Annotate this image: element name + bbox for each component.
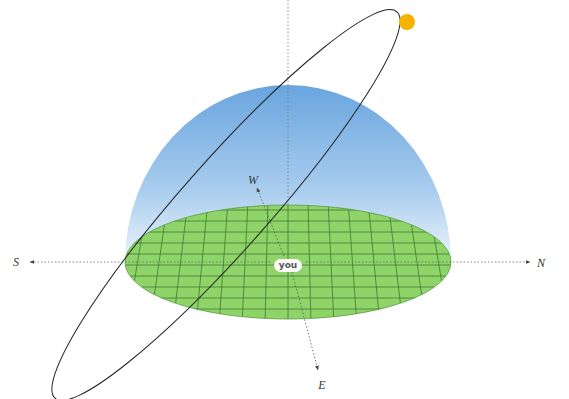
- north-axis: [306, 262, 530, 263]
- grid-line: [196, 200, 208, 325]
- grid-line: [104, 200, 128, 325]
- grid-line: [100, 309, 480, 310]
- west-axis: [257, 188, 284, 256]
- grid-line: [368, 200, 380, 325]
- grid-line: [100, 254, 480, 255]
- observer-label: you: [274, 259, 302, 272]
- direction-letter: N: [537, 257, 545, 269]
- grid-line: [408, 200, 426, 325]
- grid-line: [100, 232, 480, 233]
- grid-line: [242, 200, 248, 325]
- grid-line: [219, 200, 228, 325]
- grid-line: [100, 287, 480, 288]
- grid-line: [100, 298, 480, 299]
- grid-line: [100, 210, 480, 211]
- grid-line: [100, 221, 480, 222]
- direction-letter: S: [13, 256, 19, 268]
- grid-line: [100, 243, 480, 244]
- grid-line: [428, 200, 449, 325]
- grid-line: [308, 200, 311, 325]
- grid-line: [127, 200, 148, 325]
- grid-line: [348, 200, 357, 325]
- sun: [399, 14, 415, 30]
- grid-line: [100, 276, 480, 277]
- east-axis: [292, 272, 318, 370]
- grid-line: [150, 200, 168, 325]
- grid-line: [265, 200, 268, 325]
- grid-line: [100, 320, 480, 321]
- ground-rim: [125, 205, 451, 319]
- grid-line: [328, 200, 334, 325]
- grid-line: [448, 200, 472, 325]
- direction-letter: W: [248, 174, 258, 186]
- sun-path: [22, 0, 430, 399]
- direction-letter: E: [318, 379, 325, 391]
